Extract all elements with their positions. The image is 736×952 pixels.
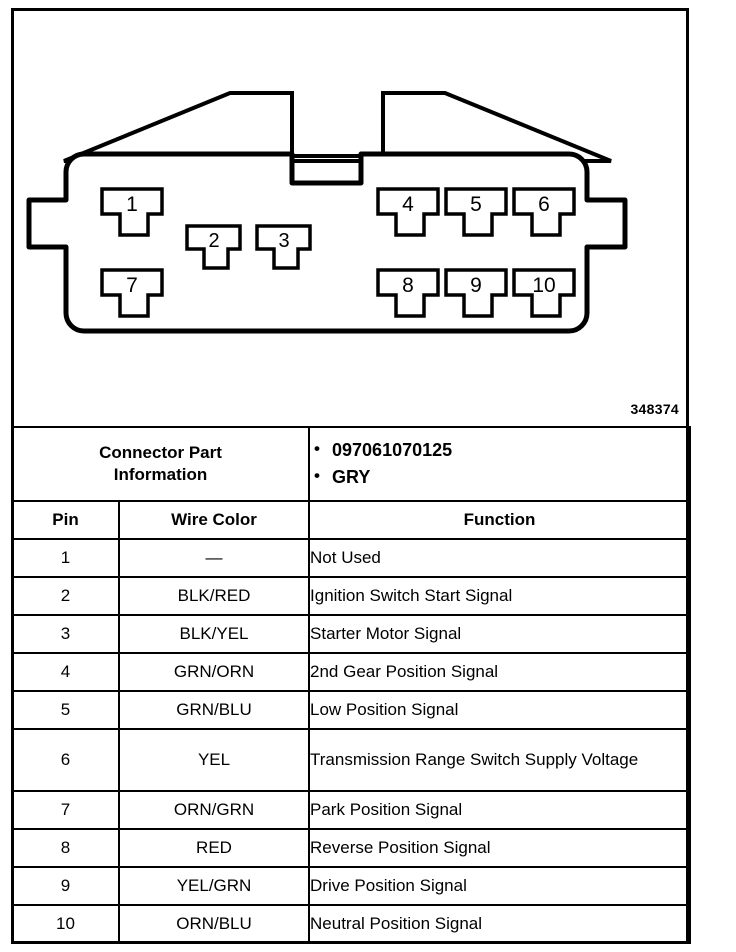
pin-cavity-label-8: 8 <box>402 274 414 297</box>
pin-cavity-label-6: 6 <box>538 193 550 216</box>
cell-pin: 10 <box>11 904 120 944</box>
connector-face-diagram: 1 4 5 6 2 3 7 8 <box>26 91 628 334</box>
pin-cavity-8[interactable]: 8 <box>376 268 440 318</box>
cell-wire-color: YEL <box>117 728 311 792</box>
connector-part-information-list: 097061070125 GRY <box>310 436 689 492</box>
cell-function: Transmission Range Switch Supply Voltage <box>308 728 692 792</box>
connector-part-information-row: Connector Part Information 097061070125 … <box>10 426 692 502</box>
cell-wire-color: GRN/BLU <box>117 690 311 730</box>
cell-function: 2nd Gear Position Signal <box>308 652 692 692</box>
cell-wire-color: BLK/RED <box>117 576 311 616</box>
pin-cavity-label-5: 5 <box>470 193 482 216</box>
cell-function: Neutral Position Signal <box>308 904 692 944</box>
cell-function: Reverse Position Signal <box>308 828 692 868</box>
column-header-function: Function <box>308 500 692 540</box>
pin-cavity-label-1: 1 <box>126 193 138 216</box>
cell-pin: 3 <box>11 614 120 654</box>
column-header-pin: Pin <box>11 500 120 540</box>
cell-pin: 1 <box>11 538 120 578</box>
pin-cavity-1[interactable]: 1 <box>100 187 164 237</box>
pin-cavity-label-2: 2 <box>208 230 219 252</box>
cell-function: Low Position Signal <box>308 690 692 730</box>
pin-cavity-4[interactable]: 4 <box>376 187 440 237</box>
cell-function: Drive Position Signal <box>308 866 692 906</box>
pin-cavity-5[interactable]: 5 <box>444 187 508 237</box>
pin-cavity-7[interactable]: 7 <box>100 268 164 318</box>
pin-cavity-label-7: 7 <box>126 274 138 297</box>
cpi-label-line2: Information <box>113 465 208 484</box>
table-header-row: Pin Wire Color Function <box>11 500 692 540</box>
cell-pin: 2 <box>11 576 120 616</box>
cell-wire-color: ORN/GRN <box>117 790 311 830</box>
pin-cavity-label-9: 9 <box>470 274 482 297</box>
table-row: 6 YEL Transmission Range Switch Supply V… <box>11 728 692 792</box>
connector-illustration-panel: 1 4 5 6 2 3 7 8 <box>11 8 689 426</box>
cell-wire-color: GRN/ORN <box>117 652 311 692</box>
cell-wire-color: — <box>117 538 311 578</box>
cell-wire-color: ORN/BLU <box>117 904 311 944</box>
table-row: 10 ORN/BLU Neutral Position Signal <box>11 904 692 944</box>
connector-part-number: 097061070125 <box>314 436 689 464</box>
pin-cavity-label-3: 3 <box>278 230 289 252</box>
table-row: 5 GRN/BLU Low Position Signal <box>11 690 692 730</box>
table-row: 1 — Not Used <box>11 538 692 578</box>
table-row: 9 YEL/GRN Drive Position Signal <box>11 866 692 906</box>
table-row: 7 ORN/GRN Park Position Signal <box>11 790 692 830</box>
connector-part-information-values: 097061070125 GRY <box>308 426 692 502</box>
cell-pin: 6 <box>11 728 120 792</box>
cell-pin: 9 <box>11 866 120 906</box>
table-row: 3 BLK/YEL Starter Motor Signal <box>11 614 692 654</box>
pin-cavity-10[interactable]: 10 <box>512 268 576 318</box>
pin-cavity-label-4: 4 <box>402 193 414 216</box>
table-row: 4 GRN/ORN 2nd Gear Position Signal <box>11 652 692 692</box>
pin-cavity-9[interactable]: 9 <box>444 268 508 318</box>
cell-wire-color: BLK/YEL <box>117 614 311 654</box>
cell-pin: 7 <box>11 790 120 830</box>
cell-function: Park Position Signal <box>308 790 692 830</box>
pin-cavity-3[interactable]: 3 <box>255 224 312 270</box>
figure-number: 348374 <box>630 401 679 417</box>
connector-pinout-table: Connector Part Information 097061070125 … <box>10 426 692 944</box>
cpi-label-line1: Connector Part <box>99 443 222 463</box>
connector-color-code: GRY <box>314 463 689 491</box>
cell-function: Starter Motor Signal <box>308 614 692 654</box>
connector-latch-ramp <box>63 91 612 163</box>
table-row: 2 BLK/RED Ignition Switch Start Signal <box>11 576 692 616</box>
table-row: 8 RED Reverse Position Signal <box>11 828 692 868</box>
cell-pin: 5 <box>11 690 120 730</box>
cell-pin: 8 <box>11 828 120 868</box>
cell-pin: 4 <box>11 652 120 692</box>
cell-wire-color: YEL/GRN <box>117 866 311 906</box>
cell-wire-color: RED <box>117 828 311 868</box>
pin-cavity-2[interactable]: 2 <box>185 224 242 270</box>
cell-function: Not Used <box>308 538 692 578</box>
pin-cavity-label-10: 10 <box>532 274 555 297</box>
pin-cavity-6[interactable]: 6 <box>512 187 576 237</box>
column-header-wire-color: Wire Color <box>117 500 311 540</box>
connector-part-information-label: Connector Part Information <box>10 426 311 502</box>
cell-function: Ignition Switch Start Signal <box>308 576 692 616</box>
